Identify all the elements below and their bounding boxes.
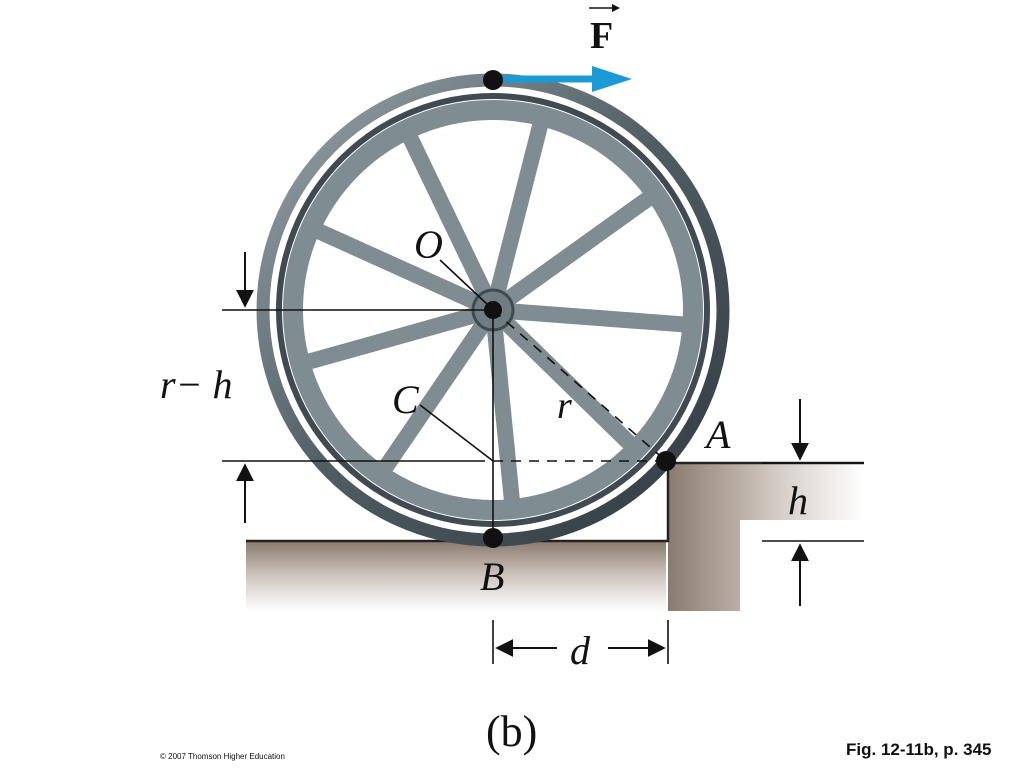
wheel-spokes [302, 117, 691, 508]
label-radius: r [557, 385, 572, 427]
copyright-notice: © 2007 Thomson Higher Education [160, 752, 285, 761]
force-arrow [500, 66, 632, 92]
wheel-spoke [377, 316, 491, 475]
wheel-spoke [486, 319, 520, 508]
geometry-lines [222, 259, 864, 664]
label-point-a: A [703, 412, 731, 457]
wheel-spoke [311, 223, 485, 311]
label-corner-c: C [392, 377, 420, 422]
radius-dashed [492, 309, 667, 462]
point-o [484, 301, 502, 319]
wheel-spoke [499, 191, 656, 308]
wheel-spoke [489, 117, 549, 301]
vector-overarrow-icon [589, 4, 620, 12]
point-a-dot [656, 451, 676, 471]
key-points [483, 70, 676, 548]
label-height: h [788, 478, 808, 523]
label-r-minus-h: r− h [160, 362, 233, 407]
panel-label: (b) [486, 707, 537, 756]
point-top [483, 70, 503, 90]
ground [246, 461, 864, 611]
label-distance: d [570, 628, 591, 673]
lower-ground [246, 541, 666, 611]
leader-c [419, 404, 494, 462]
step-block [668, 463, 864, 611]
dimension-arrows [236, 252, 809, 657]
figure-reference: Fig. 12-11b, p. 345 [846, 740, 992, 759]
wheel-spoke [402, 130, 494, 302]
point-b-dot [483, 528, 503, 548]
leader-o [439, 259, 489, 306]
wheel-spoke [302, 306, 484, 370]
force-head [592, 66, 632, 92]
wheel-spoke [497, 314, 637, 451]
wheel-spoke [502, 303, 691, 333]
label-point-b: B [480, 554, 504, 599]
label-force: F [590, 15, 613, 57]
label-center: O [414, 222, 443, 267]
